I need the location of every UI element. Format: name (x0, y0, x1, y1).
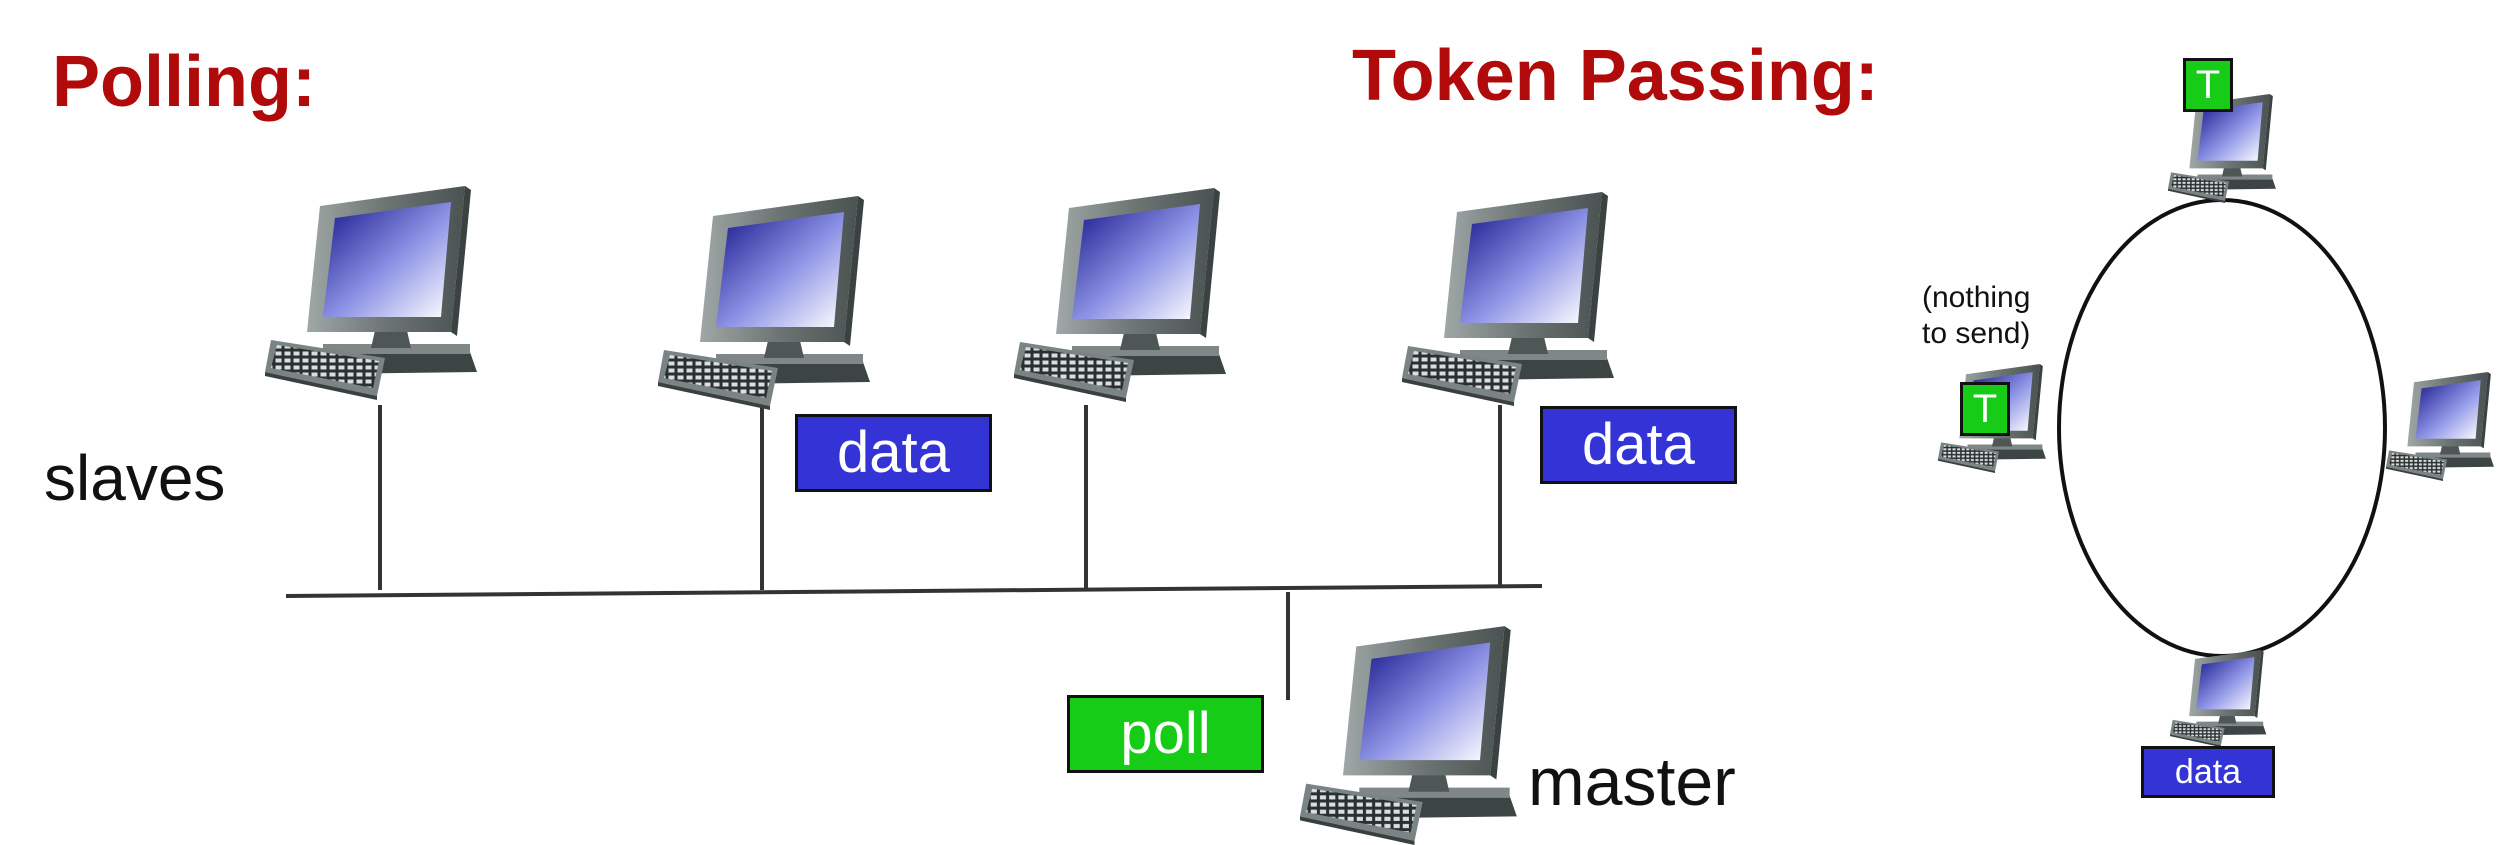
shared-bus-line (285, 584, 1543, 598)
polling-heading: Polling: (52, 42, 316, 122)
slave-computer-icon (265, 186, 477, 400)
nothing-to-send-note: (nothing to send) (1922, 280, 2030, 352)
token-passing-heading: Token Passing: (1352, 36, 1879, 116)
slave-2-data-tag: data (795, 414, 992, 492)
polling-bus-diagram (265, 186, 1614, 845)
note-line-2: to send) (1922, 317, 2031, 350)
ring-right-computer-icon (2386, 372, 2494, 481)
master-poll-tag: poll (1067, 695, 1264, 773)
slave-4-data-tag: data (1540, 406, 1737, 484)
master-computer-icon (1300, 626, 1517, 845)
token-ring (2057, 198, 2387, 658)
token-ring-diagram (1938, 94, 2494, 748)
master-label: master (1528, 744, 1736, 820)
token-tag-left: T (1960, 382, 2010, 436)
slave-computer-icon (658, 196, 870, 410)
ring-bottom-computer-icon (2170, 649, 2267, 748)
slave-computer-icon (1014, 188, 1226, 402)
note-line-1: (nothing (1922, 281, 2031, 314)
slave-computer-icon (1402, 192, 1614, 406)
ring-bottom-data-tag: data (2141, 746, 2275, 798)
slaves-label: slaves (44, 442, 226, 514)
token-tag-top: T (2183, 58, 2233, 112)
